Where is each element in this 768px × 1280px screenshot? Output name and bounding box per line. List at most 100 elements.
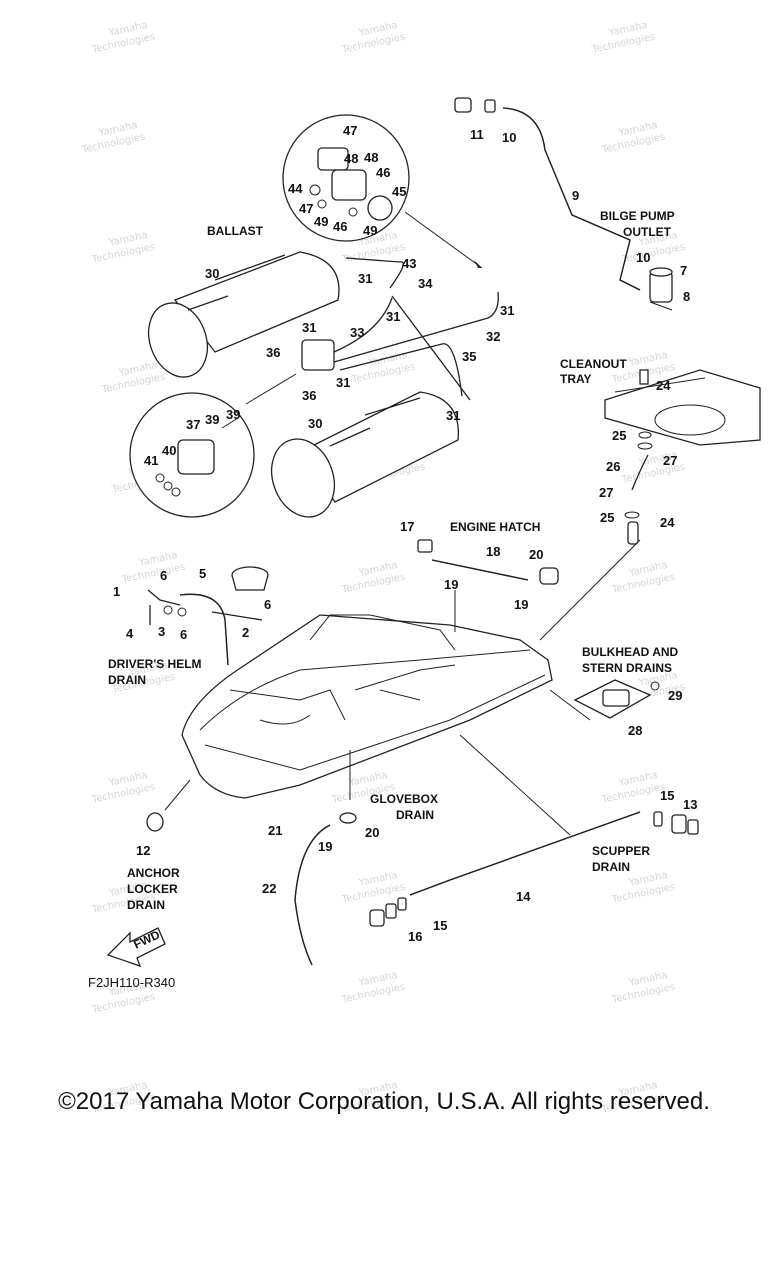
callout: 4	[126, 626, 134, 641]
caption-drivers-helm-1: DRIVER'S HELM	[108, 657, 202, 671]
callout: 45	[392, 184, 406, 199]
callout: 12	[136, 843, 150, 858]
boat-hull	[181, 614, 553, 799]
callout: 9	[572, 188, 579, 203]
callout: 27	[599, 485, 613, 500]
callout: 15	[660, 788, 674, 803]
caption-cleanout-1: CLEANOUT	[560, 357, 627, 371]
caption-bulkhead-2: STERN DRAINS	[582, 661, 672, 675]
callout: 28	[628, 723, 642, 738]
callout: 10	[636, 250, 650, 265]
caption-bilge-pump-2: OUTLET	[623, 225, 672, 239]
caption-bulkhead-1: BULKHEAD AND	[582, 645, 679, 659]
callout: 29	[668, 688, 682, 703]
callout: 10	[502, 130, 516, 145]
callout: 43	[402, 256, 416, 271]
scupper-drain	[369, 811, 699, 927]
leader-lines	[164, 539, 641, 836]
bilge-outlet-hose	[454, 97, 673, 311]
callout: 20	[365, 825, 379, 840]
engine-hatch-drain	[417, 539, 559, 585]
callout: 40	[162, 443, 176, 458]
callout: 31	[386, 309, 400, 324]
ballast-tank-lower	[271, 391, 459, 518]
callout: 15	[433, 918, 447, 933]
callout: 17	[400, 519, 414, 534]
callout: 20	[529, 547, 543, 562]
callout: 11	[470, 127, 484, 142]
callout: 19	[444, 577, 458, 592]
callout: 7	[680, 263, 687, 278]
callout: 30	[308, 416, 322, 431]
callout: 1	[113, 584, 120, 599]
callout: 47	[343, 123, 357, 138]
anchor-locker-drain	[146, 812, 164, 832]
callout: 3	[158, 624, 165, 639]
callout: 49	[314, 214, 328, 229]
callout: 27	[663, 453, 677, 468]
callout: 39	[205, 412, 219, 427]
caption-engine-hatch: ENGINE HATCH	[450, 520, 540, 534]
callout: 6	[160, 568, 167, 583]
callout: 2	[242, 625, 249, 640]
callout: 22	[262, 881, 276, 896]
callout: 37	[186, 417, 200, 432]
callout: 32	[486, 329, 500, 344]
bulkhead-drain	[573, 679, 660, 719]
callout: 36	[302, 388, 316, 403]
callout: 46	[376, 165, 390, 180]
captions: BALLAST BILGE PUMP OUTLET CLEANOUT TRAY …	[88, 209, 679, 990]
ballast-tank-upper	[148, 251, 340, 378]
callout: 36	[266, 345, 280, 360]
callout: 24	[660, 515, 675, 530]
callout: 25	[612, 428, 626, 443]
diagram-code: F2JH110-R340	[88, 975, 175, 990]
callout: 44	[288, 181, 303, 196]
callout: 19	[514, 597, 528, 612]
cleanout-tray	[604, 369, 761, 545]
callout: 13	[683, 797, 697, 812]
caption-cleanout-2: TRAY	[560, 372, 592, 386]
caption-bilge-pump-1: BILGE PUMP	[600, 209, 675, 223]
caption-drivers-helm-2: DRAIN	[108, 673, 146, 687]
callout: 26	[606, 459, 620, 474]
callout: 31	[358, 271, 372, 286]
callout: 24	[656, 378, 671, 393]
callout: 5	[199, 566, 206, 581]
callout: 21	[268, 823, 282, 838]
caption-anchor-2: LOCKER	[127, 882, 178, 896]
glovebox-drain	[294, 812, 357, 966]
callout: 48	[344, 151, 358, 166]
callout: 35	[462, 349, 476, 364]
fwd-arrow-icon: FWD	[106, 927, 166, 968]
callout: 46	[333, 219, 347, 234]
callout: 25	[600, 510, 614, 525]
callout: 33	[350, 325, 364, 340]
callout: 31	[500, 303, 514, 318]
callout: 16	[408, 929, 422, 944]
callout: 39	[226, 407, 240, 422]
callout: 18	[486, 544, 500, 559]
callout-numbers: 11 10 9 10 7 8 47 48 48 46 44 45 47 49 4…	[113, 123, 697, 944]
caption-scupper-2: DRAIN	[592, 860, 630, 874]
callout: 34	[418, 276, 433, 291]
callout: 41	[144, 453, 158, 468]
drivers-helm-drain	[147, 566, 269, 666]
caption-anchor-3: DRAIN	[127, 898, 165, 912]
copyright-notice: ©2017 Yamaha Motor Corporation, U.S.A. A…	[58, 1088, 710, 1115]
callout: 31	[446, 408, 460, 423]
callout: 30	[205, 266, 219, 281]
caption-ballast: BALLAST	[207, 224, 264, 238]
callout: 48	[364, 150, 378, 165]
callout: 31	[302, 320, 316, 335]
caption-glovebox-2: DRAIN	[396, 808, 434, 822]
callout: 6	[264, 597, 271, 612]
callout: 6	[180, 627, 187, 642]
callout: 49	[363, 223, 377, 238]
ballast-pump-assembly	[301, 257, 499, 401]
callout: 47	[299, 201, 313, 216]
callout: 31	[336, 375, 350, 390]
valve-detail-circle	[129, 373, 297, 518]
caption-anchor-1: ANCHOR	[127, 866, 180, 880]
